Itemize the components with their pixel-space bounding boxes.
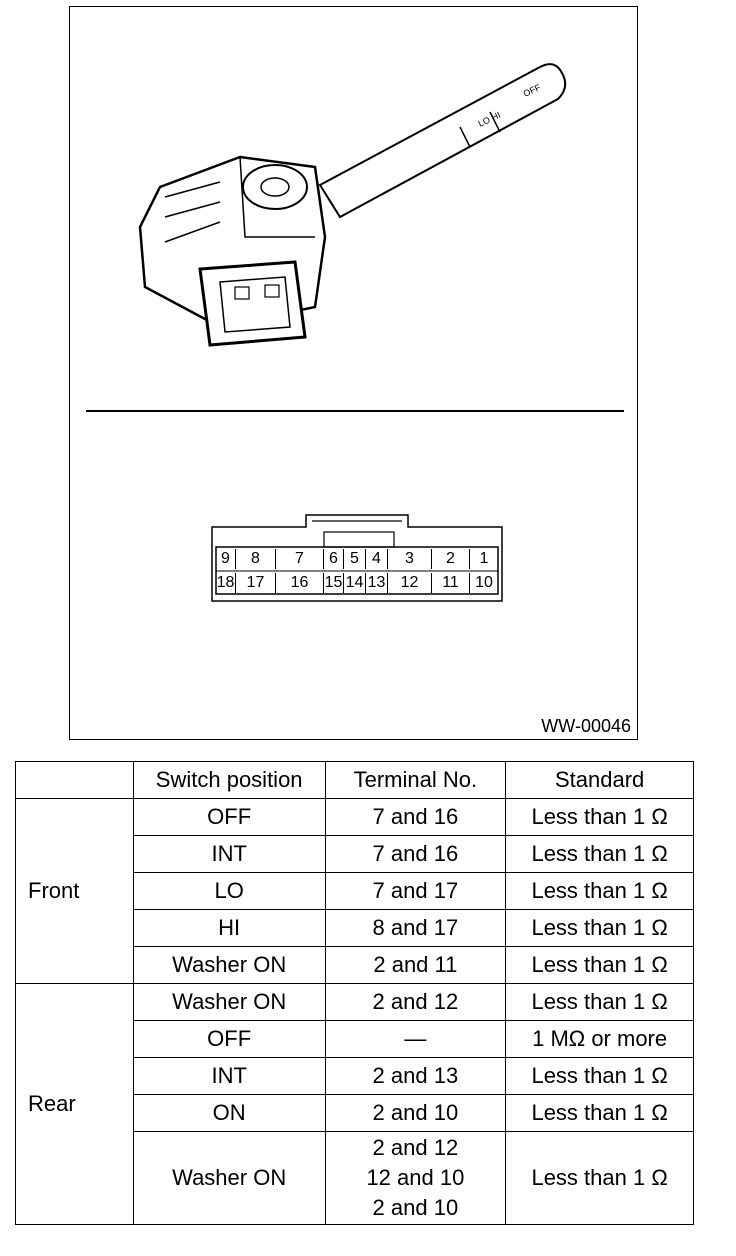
pin-label: 15 xyxy=(324,573,344,593)
cell-standard: Less than 1 Ω xyxy=(505,835,694,873)
table-row: ON 2 and 10 Less than 1 Ω xyxy=(16,1094,694,1132)
pin-label: 2 xyxy=(432,549,470,569)
pin-label: 8 xyxy=(236,549,276,569)
cell-standard: Less than 1 Ω xyxy=(505,1057,694,1095)
cell-standard: Less than 1 Ω xyxy=(505,798,694,836)
cell-position: ON xyxy=(132,1094,326,1132)
table-row: INT 7 and 16 Less than 1 Ω xyxy=(16,835,694,873)
connector-outline xyxy=(211,514,503,602)
table-row: INT 2 and 13 Less than 1 Ω xyxy=(16,1057,694,1095)
pin-label: 17 xyxy=(236,573,276,593)
pin-label: 5 xyxy=(344,549,366,569)
cell-terminal: 8 and 17 xyxy=(324,909,507,947)
pin-label: 9 xyxy=(216,549,236,569)
terminal-line: 12 and 10 xyxy=(366,1165,465,1190)
connector-bottom-row: 18 17 16 15 14 13 12 11 10 xyxy=(216,573,498,593)
table-row: OFF — 1 MΩ or more xyxy=(16,1020,694,1058)
cell-standard: Less than 1 Ω xyxy=(505,872,694,910)
cell-standard: 1 MΩ or more xyxy=(505,1020,694,1058)
table-row: HI 8 and 17 Less than 1 Ω xyxy=(16,909,694,947)
cell-position: Washer ON xyxy=(132,946,326,984)
pin-label: 6 xyxy=(324,549,344,569)
cell-position: INT xyxy=(132,835,326,873)
pin-label: 13 xyxy=(366,573,388,593)
cell-standard: Less than 1 Ω xyxy=(505,1094,694,1132)
cell-terminal: 7 and 16 xyxy=(324,835,507,873)
cell-position: Washer ON xyxy=(132,983,326,1021)
pin-label: 4 xyxy=(366,549,388,569)
pin-label: 11 xyxy=(432,573,470,593)
group-front: Front xyxy=(15,798,134,984)
figure-divider xyxy=(86,410,624,412)
connector-top-row: 9 8 7 6 5 4 3 2 1 xyxy=(216,549,498,569)
table-row: Washer ON 2 and 12 12 and 10 2 and 10 Le… xyxy=(16,1131,694,1225)
pin-label: 3 xyxy=(388,549,432,569)
cell-terminal-multi: 2 and 12 12 and 10 2 and 10 xyxy=(324,1131,507,1225)
header-switch-position: Switch position xyxy=(132,761,326,799)
cell-terminal: — xyxy=(324,1020,507,1058)
cell-standard: Less than 1 Ω xyxy=(505,1131,694,1225)
cell-position: OFF xyxy=(132,1020,326,1058)
cell-terminal: 2 and 11 xyxy=(324,946,507,984)
table-row: Washer ON 2 and 11 Less than 1 Ω xyxy=(16,946,694,984)
table-header-row: Switch position Terminal No. Standard xyxy=(15,761,694,799)
pin-label: 16 xyxy=(276,573,324,593)
wiper-switch-drawing: LO HI OFF xyxy=(138,63,567,347)
pin-label: 12 xyxy=(388,573,432,593)
cell-standard: Less than 1 Ω xyxy=(505,909,694,947)
terminal-line: 2 and 10 xyxy=(372,1195,459,1220)
cell-terminal: 2 and 12 xyxy=(324,983,507,1021)
cell-position: OFF xyxy=(132,798,326,836)
pin-label: 10 xyxy=(475,574,493,591)
group-rear: Rear xyxy=(15,983,134,1225)
cell-position: Washer ON xyxy=(132,1131,326,1225)
header-terminal-no: Terminal No. xyxy=(324,761,507,799)
pin-label: 1 xyxy=(479,550,489,567)
table-row: LO 7 and 17 Less than 1 Ω xyxy=(16,872,694,910)
cell-position: HI xyxy=(132,909,326,947)
cell-terminal: 7 and 16 xyxy=(324,798,507,836)
cell-position: INT xyxy=(132,1057,326,1095)
table-row: Rear Washer ON 2 and 12 Less than 1 Ω xyxy=(15,983,694,1225)
cell-terminal: 2 and 13 xyxy=(324,1057,507,1095)
cell-position: LO xyxy=(132,872,326,910)
figure-frame: LO HI OFF 9 8 7 6 5 4 3 2 1 18 17 16 15 xyxy=(69,6,638,740)
pin-label: 14 xyxy=(344,573,366,593)
pin-label: 7 xyxy=(276,549,324,569)
pin-label: 18 xyxy=(216,573,236,593)
cell-terminal: 2 and 10 xyxy=(324,1094,507,1132)
cell-standard: Less than 1 Ω xyxy=(505,946,694,984)
cell-terminal: 7 and 17 xyxy=(324,872,507,910)
figure-id: WW-00046 xyxy=(541,716,631,736)
cell-standard: Less than 1 Ω xyxy=(505,983,694,1021)
header-blank xyxy=(15,761,134,799)
table-row: Front OFF 7 and 16 Less than 1 Ω xyxy=(15,798,694,984)
terminal-line: 2 and 12 xyxy=(372,1135,459,1160)
header-standard: Standard xyxy=(505,761,694,799)
inspection-table: Switch position Terminal No. Standard Fr… xyxy=(15,761,694,1225)
